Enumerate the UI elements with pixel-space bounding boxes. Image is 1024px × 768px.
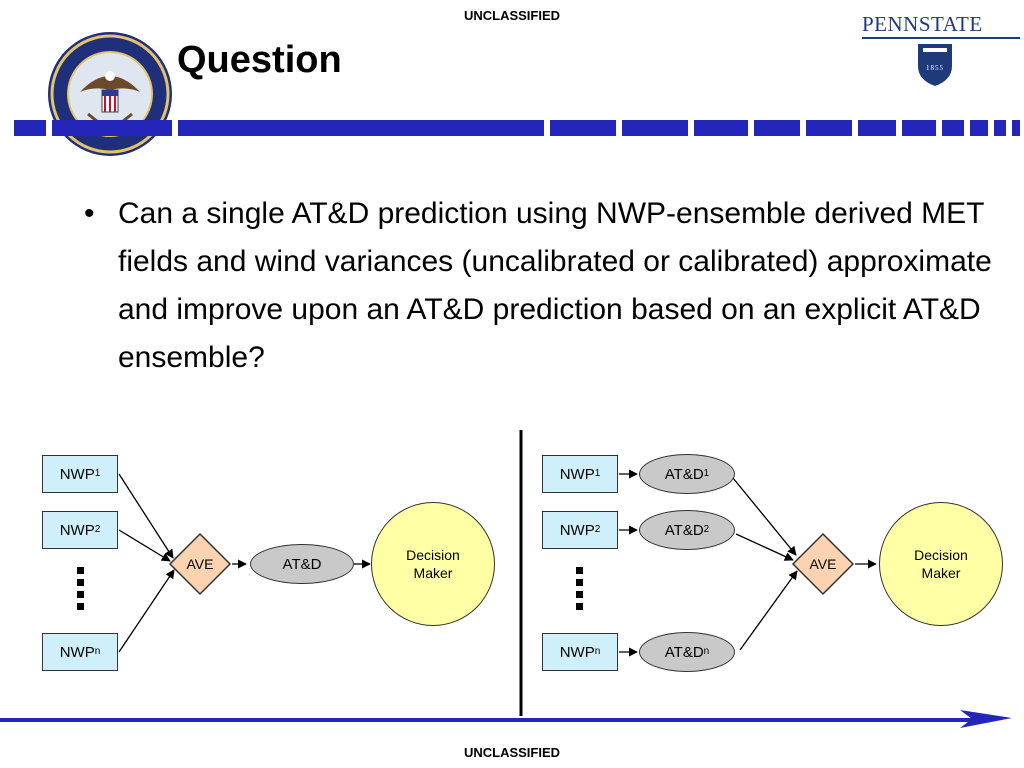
right-nwp-2-label: NWP (559, 521, 595, 539)
right-atd-2-label: AT&D (664, 521, 704, 539)
left-nwp-1-label: NWP (59, 465, 95, 483)
left-ave-diamond: AVE (168, 532, 232, 596)
left-atd-ellipse: AT&D (250, 544, 354, 584)
pennstate-wordmark: PENNSTATE (862, 12, 983, 36)
bullet-marker: • (84, 197, 95, 230)
left-atd-label: AT&D (282, 555, 322, 573)
right-ave-diamond: AVE (791, 532, 855, 596)
right-maker-label: Maker (921, 565, 961, 581)
right-atd-n-label: AT&D (664, 643, 704, 661)
pennstate-shield-icon (918, 44, 952, 86)
right-decision-label: Decision (914, 547, 968, 563)
left-nwp-n-label: NWP (59, 643, 95, 661)
pennstate-year: 1855 (926, 64, 944, 72)
right-decision-maker-circle: Decision Maker (879, 502, 1003, 626)
left-ave-label: AVE (186, 556, 214, 572)
right-atd-1-label: AT&D (664, 465, 704, 483)
left-ellipsis-dots (77, 567, 85, 615)
left-maker-label: Maker (413, 565, 453, 581)
pennstate-logo: PENNSTATE 1855 (862, 12, 1022, 88)
right-ave-label: AVE (809, 556, 837, 572)
page-title: Question (177, 39, 342, 81)
classification-top: UNCLASSIFIED (463, 8, 561, 23)
right-nwp-1-label: NWP (559, 465, 595, 483)
left-decision-maker-circle: Decision Maker (371, 502, 495, 626)
right-ellipsis-dots (576, 567, 584, 615)
left-nwp-2-label: NWP (59, 521, 95, 539)
left-decision-label: Decision (406, 547, 460, 563)
classification-bottom: UNCLASSIFIED (463, 745, 561, 760)
bullet-question-text: Can a single AT&D prediction using NWP-e… (118, 197, 992, 374)
right-nwp-n-label: NWP (559, 643, 595, 661)
header-divider-bar (0, 118, 1024, 138)
